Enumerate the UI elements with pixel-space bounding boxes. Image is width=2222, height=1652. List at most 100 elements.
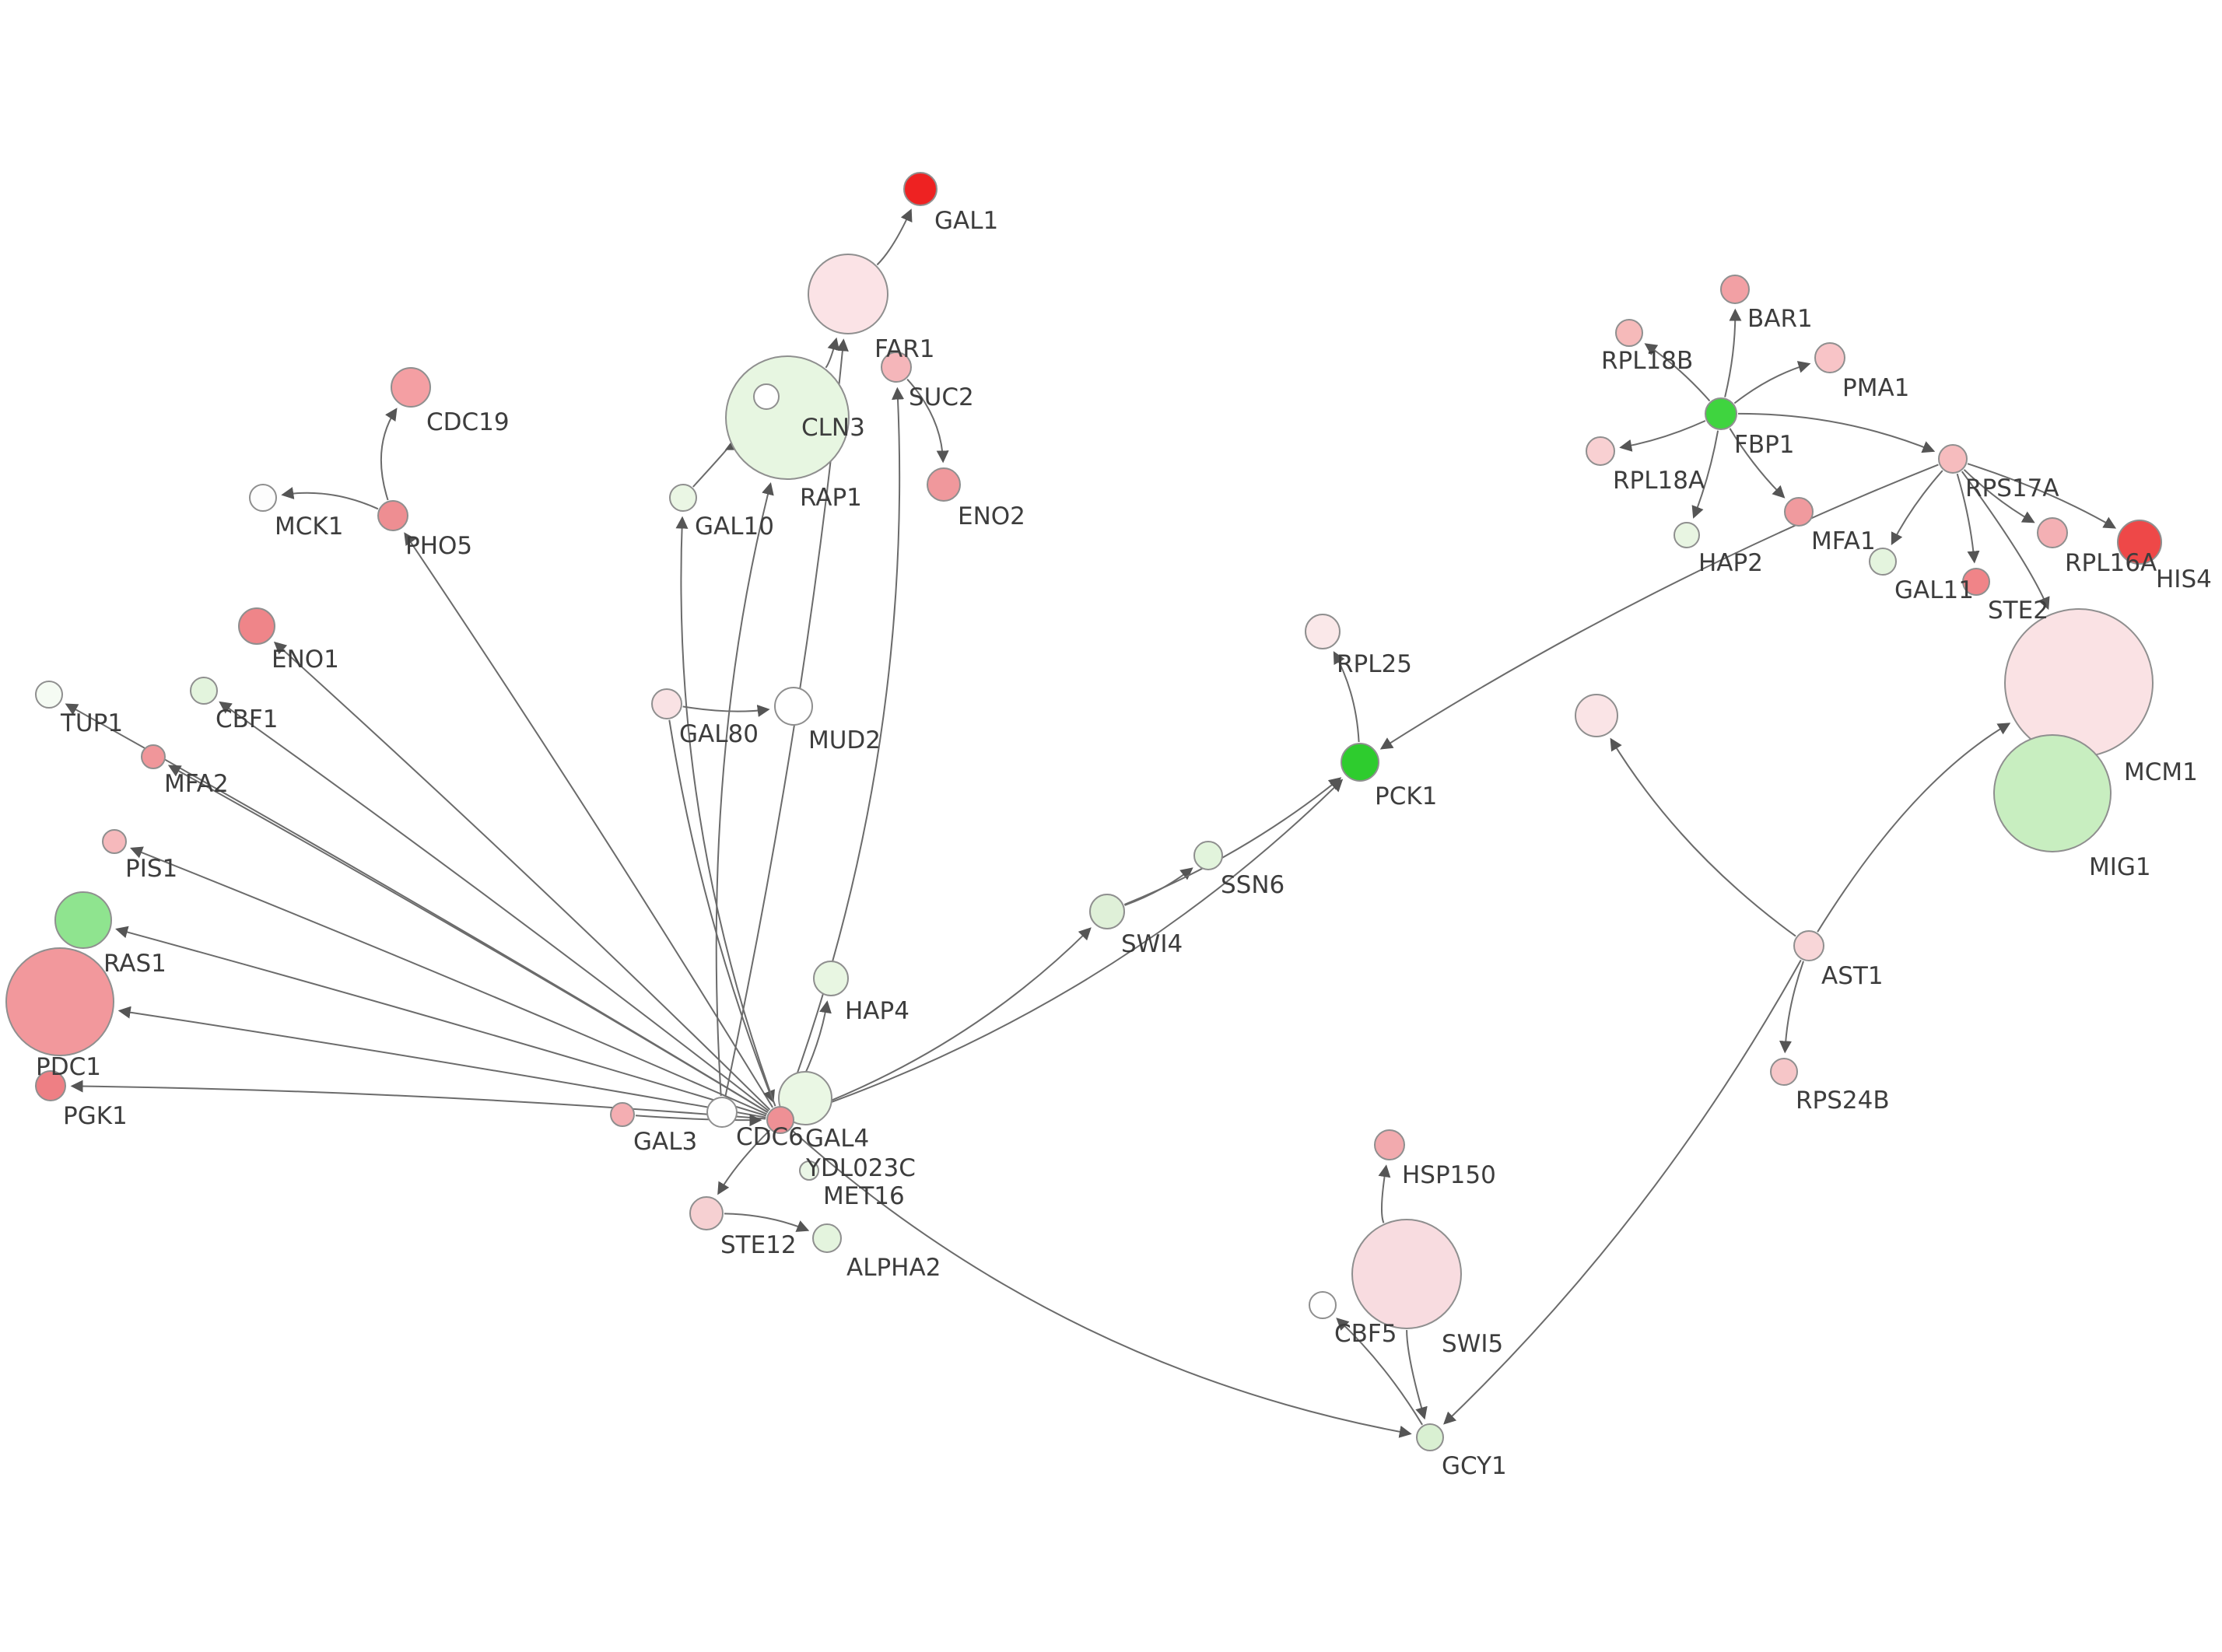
edge-gal4-cbf1[interactable] <box>219 701 769 1112</box>
node-suc2[interactable] <box>881 352 912 383</box>
node-cbf5[interactable] <box>1309 1291 1337 1319</box>
node-ydl023c[interactable] <box>778 1071 832 1125</box>
node-mcm1[interactable] <box>2004 608 2154 758</box>
node-mck1[interactable] <box>249 484 277 512</box>
node-ras1[interactable] <box>54 891 112 949</box>
node-swi5[interactable] <box>1351 1219 1462 1329</box>
edge-gal4-pdc1[interactable] <box>117 1006 766 1118</box>
edge-suc2-eno2[interactable] <box>906 378 949 464</box>
edge-swi5-gcy1[interactable] <box>1406 1329 1428 1420</box>
node-mud2[interactable] <box>774 687 813 726</box>
node-met16[interactable] <box>799 1160 819 1181</box>
node-gal4[interactable] <box>766 1106 794 1134</box>
edge-gal4-pck1[interactable] <box>794 779 1344 1116</box>
node-cln3[interactable] <box>725 355 850 480</box>
edge-rps17a-pck1[interactable] <box>1379 464 1939 750</box>
node-gal1[interactable] <box>903 172 938 206</box>
edge-ast1-node_a[interactable] <box>1610 737 1796 937</box>
node-tup1[interactable] <box>35 681 63 709</box>
node-alpha2[interactable] <box>812 1223 842 1253</box>
node-mfa1[interactable] <box>1784 497 1814 527</box>
node-far1[interactable] <box>808 254 888 334</box>
node-gal11[interactable] <box>1869 548 1897 576</box>
edge-gal4-pgk1[interactable] <box>70 1080 766 1120</box>
edge-gal4-mfa2[interactable] <box>167 765 769 1114</box>
edge-gal4-ras1[interactable] <box>115 926 767 1117</box>
node-gal10[interactable] <box>669 484 697 512</box>
node-mfa2[interactable] <box>141 744 166 769</box>
edge-pck1-rpl25[interactable] <box>1333 651 1360 743</box>
edge-gcy1-cbf5[interactable] <box>1336 1318 1423 1426</box>
node-his4[interactable] <box>2117 520 2162 565</box>
node-pis1[interactable] <box>102 829 127 854</box>
edge-rps17a-gal11[interactable] <box>1891 470 1943 546</box>
edge-gal4-swi4[interactable] <box>794 927 1092 1116</box>
node-rpl18b[interactable] <box>1615 319 1643 347</box>
edge-gal3-gal4[interactable] <box>635 1114 762 1127</box>
node-cbf1[interactable] <box>190 677 218 705</box>
edge-gal4-eno1[interactable] <box>273 641 771 1111</box>
node-ast1[interactable] <box>1793 930 1824 961</box>
edge-rps17a-ste2[interactable] <box>1956 473 1980 564</box>
edge-rps17a-his4[interactable] <box>1967 463 2117 529</box>
edge-ste12-alpha2[interactable] <box>724 1213 810 1232</box>
edge-gal4-gal10[interactable] <box>675 516 776 1107</box>
node-fbp1[interactable] <box>1705 397 1737 430</box>
edge-fbp1-rpl18b[interactable] <box>1644 343 1711 402</box>
edge-ast1-gcy1[interactable] <box>1443 959 1802 1425</box>
node-bar1[interactable] <box>1720 275 1750 304</box>
edge-gal4-tup1[interactable] <box>65 703 769 1113</box>
node-pdc1[interactable] <box>5 947 114 1056</box>
node-eno2[interactable] <box>927 467 961 502</box>
edge-gal4-pho5[interactable] <box>404 532 773 1108</box>
node-rap1[interactable] <box>753 383 780 410</box>
node-gcy1[interactable] <box>1416 1423 1444 1451</box>
edge-pho5-mck1[interactable] <box>281 487 379 510</box>
edge-fbp1-bar1[interactable] <box>1724 308 1742 397</box>
edge-gal10-cln3[interactable] <box>692 439 739 488</box>
edge-ast1-mcm1[interactable] <box>1817 723 2011 933</box>
edge-fbp1-rpl18a[interactable] <box>1619 420 1706 452</box>
node-rps17a[interactable] <box>1938 444 1968 474</box>
node-rpl16a[interactable] <box>2037 517 2068 548</box>
node-gal80[interactable] <box>651 688 682 719</box>
node-ssn6[interactable] <box>1193 841 1223 870</box>
edge-ast1-rps24b[interactable] <box>1779 961 1804 1054</box>
edge-swi5-hsp150[interactable] <box>1378 1164 1391 1223</box>
node-ste2[interactable] <box>1962 568 1990 596</box>
node-unlabeled[interactable] <box>1575 694 1618 737</box>
node-eno1[interactable] <box>238 607 275 645</box>
edge-far1-gal1[interactable] <box>876 208 913 266</box>
node-rps24b[interactable] <box>1770 1058 1798 1086</box>
edge-gal80-mud2[interactable] <box>682 704 770 717</box>
edge-fbp1-rps17a[interactable] <box>1737 412 1936 453</box>
edge-gal80-gal4[interactable] <box>668 719 775 1104</box>
edge-fbp1-hap2[interactable] <box>1691 430 1719 519</box>
node-ste12[interactable] <box>689 1196 724 1230</box>
node-swi4[interactable] <box>1089 894 1125 929</box>
edge-gal4-pis1[interactable] <box>130 846 768 1115</box>
edge-rps17a-rpl16a[interactable] <box>1963 469 2035 523</box>
node-rpl25[interactable] <box>1305 614 1341 649</box>
node-cdc6[interactable] <box>706 1097 738 1128</box>
node-mig1[interactable] <box>1993 734 2112 852</box>
edge-cln3-far1[interactable] <box>825 337 840 369</box>
node-rpl18a[interactable] <box>1586 436 1615 466</box>
edge-cdc6-cln3[interactable] <box>715 481 774 1097</box>
edge-swi4-pck1[interactable] <box>1123 777 1342 905</box>
node-pho5[interactable] <box>377 500 408 531</box>
edge-pho5-cdc19[interactable] <box>380 408 398 501</box>
edge-gal4-gcy1[interactable] <box>790 1129 1412 1438</box>
node-pma1[interactable] <box>1814 342 1845 373</box>
edge-fbp1-pma1[interactable] <box>1733 361 1811 404</box>
node-hap2[interactable] <box>1674 522 1700 548</box>
edge-fbp1-mfa1[interactable] <box>1729 428 1786 499</box>
node-cdc19[interactable] <box>391 367 431 408</box>
node-hap4[interactable] <box>813 961 849 996</box>
node-hsp150[interactable] <box>1374 1129 1405 1160</box>
edge-gal4-ste12[interactable] <box>717 1129 771 1195</box>
node-gal3[interactable] <box>610 1102 635 1127</box>
node-pgk1[interactable] <box>35 1070 66 1101</box>
node-pck1[interactable] <box>1341 743 1379 782</box>
